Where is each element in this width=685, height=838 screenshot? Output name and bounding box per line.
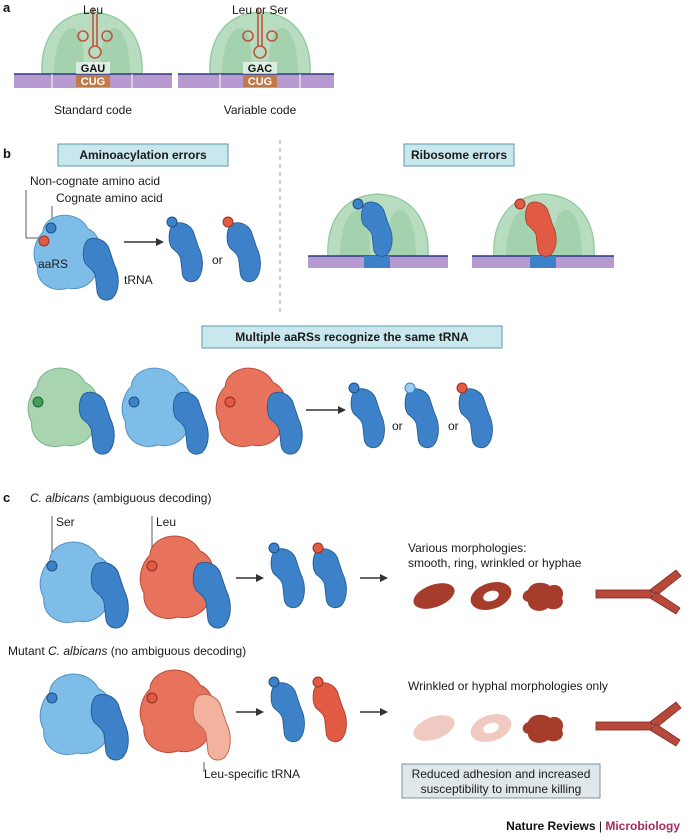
panel-label-c: c bbox=[3, 490, 10, 505]
trna-cloverleaf-icon bbox=[77, 8, 113, 59]
charged-trna-leu bbox=[312, 542, 347, 609]
arrow-icon bbox=[306, 406, 346, 414]
trna-cloverleaf-icon bbox=[242, 8, 278, 59]
footer-credit: Nature Reviews | Microbiology bbox=[506, 819, 680, 833]
charged-trna-leu-mutant bbox=[312, 676, 347, 743]
morphologies-row2 bbox=[410, 701, 682, 747]
charged-trna-blue bbox=[404, 382, 439, 449]
arrow-icon bbox=[236, 574, 264, 582]
label-leu: Leu bbox=[156, 515, 176, 529]
label-trna: tRNA bbox=[124, 273, 153, 287]
aars-leu-mutant bbox=[139, 669, 231, 761]
arrow-icon bbox=[360, 574, 388, 582]
aars-red bbox=[215, 367, 303, 455]
result-box bbox=[401, 763, 601, 799]
ring-cell-icon bbox=[470, 582, 512, 610]
charged-trna-cognate bbox=[166, 216, 203, 283]
result-line2: susceptibility to immune killing bbox=[421, 782, 582, 796]
charged-trna-red bbox=[456, 382, 493, 449]
wrinkled-cell-icon bbox=[522, 714, 564, 743]
aars-leu bbox=[139, 535, 231, 629]
ribosome-error-cognate bbox=[308, 193, 448, 268]
cognate-amino-acid-icon bbox=[45, 222, 57, 234]
row2-title: Mutant C. albicans (no ambiguous decodin… bbox=[8, 644, 246, 658]
ring-cell-faded-icon bbox=[470, 714, 512, 742]
charged-trna-ser-mutant bbox=[268, 676, 305, 743]
or-text: or bbox=[448, 419, 459, 433]
row1-title: C. albicans (ambiguous decoding) bbox=[30, 491, 211, 505]
result-line1: Reduced adhesion and increased bbox=[412, 767, 591, 781]
aars-blue bbox=[121, 367, 209, 455]
label-leu-specific-trna: Leu-specific tRNA bbox=[204, 767, 300, 781]
hyphae-icon bbox=[595, 701, 682, 747]
label-non-cognate: Non-cognate amino acid bbox=[30, 174, 160, 188]
aars-ser bbox=[39, 541, 129, 629]
or-text: or bbox=[212, 253, 223, 267]
ribosome-standard-code: GAU CUG bbox=[14, 8, 172, 88]
aars-green bbox=[27, 367, 115, 455]
label-aars: aaRS bbox=[38, 257, 68, 271]
codon-variable: CUG bbox=[248, 76, 272, 88]
title-aminoacylation-errors: Aminoacylation errors bbox=[79, 148, 207, 162]
aars-enzyme bbox=[33, 214, 119, 301]
row2-morph: Wrinkled or hyphal morphologies only bbox=[408, 679, 608, 693]
or-text: or bbox=[392, 419, 403, 433]
non-cognate-amino-acid-icon bbox=[38, 235, 50, 247]
title-multiple-aars: Multiple aaRSs recognize the same tRNA bbox=[235, 330, 469, 344]
ribosome-variable-code: GAC CUG bbox=[178, 8, 334, 88]
ribosome-error-non-cognate bbox=[472, 193, 614, 268]
caption-variable-code: Variable code bbox=[224, 103, 297, 117]
caption-standard-code: Standard code bbox=[54, 103, 132, 117]
label-ser: Ser bbox=[56, 515, 75, 529]
box-multiple-aars bbox=[201, 325, 503, 349]
hyphae-icon bbox=[595, 569, 682, 615]
charged-trna-ser bbox=[268, 542, 305, 609]
charged-trna-non-cognate bbox=[222, 216, 261, 283]
wrinkled-cell-icon bbox=[522, 582, 564, 611]
amino-acid-variable: Leu or Ser bbox=[232, 3, 288, 17]
anticodon-variable: GAC bbox=[248, 63, 273, 75]
amino-acid-standard: Leu bbox=[83, 3, 103, 17]
charged-trna-green bbox=[348, 382, 385, 449]
box-ribosome-errors bbox=[403, 143, 515, 167]
morphologies-row1 bbox=[410, 569, 682, 615]
arrow-icon bbox=[124, 238, 164, 246]
aars-ser-mutant bbox=[39, 673, 129, 761]
box-aminoacylation-errors bbox=[57, 143, 229, 167]
smooth-cell-faded-icon bbox=[410, 714, 458, 742]
codon-standard: CUG bbox=[81, 76, 105, 88]
panel-label-a: a bbox=[3, 0, 11, 15]
smooth-cell-icon bbox=[410, 582, 458, 610]
row1-morph-line2: smooth, ring, wrinkled or hyphae bbox=[408, 556, 582, 570]
row1-morph-line1: Various morphologies: bbox=[408, 541, 527, 555]
panel-label-b: b bbox=[3, 146, 11, 161]
anticodon-standard: GAU bbox=[81, 63, 106, 75]
arrow-icon bbox=[360, 708, 388, 716]
title-ribosome-errors: Ribosome errors bbox=[411, 148, 507, 162]
label-cognate: Cognate amino acid bbox=[56, 191, 163, 205]
arrow-icon bbox=[236, 708, 264, 716]
